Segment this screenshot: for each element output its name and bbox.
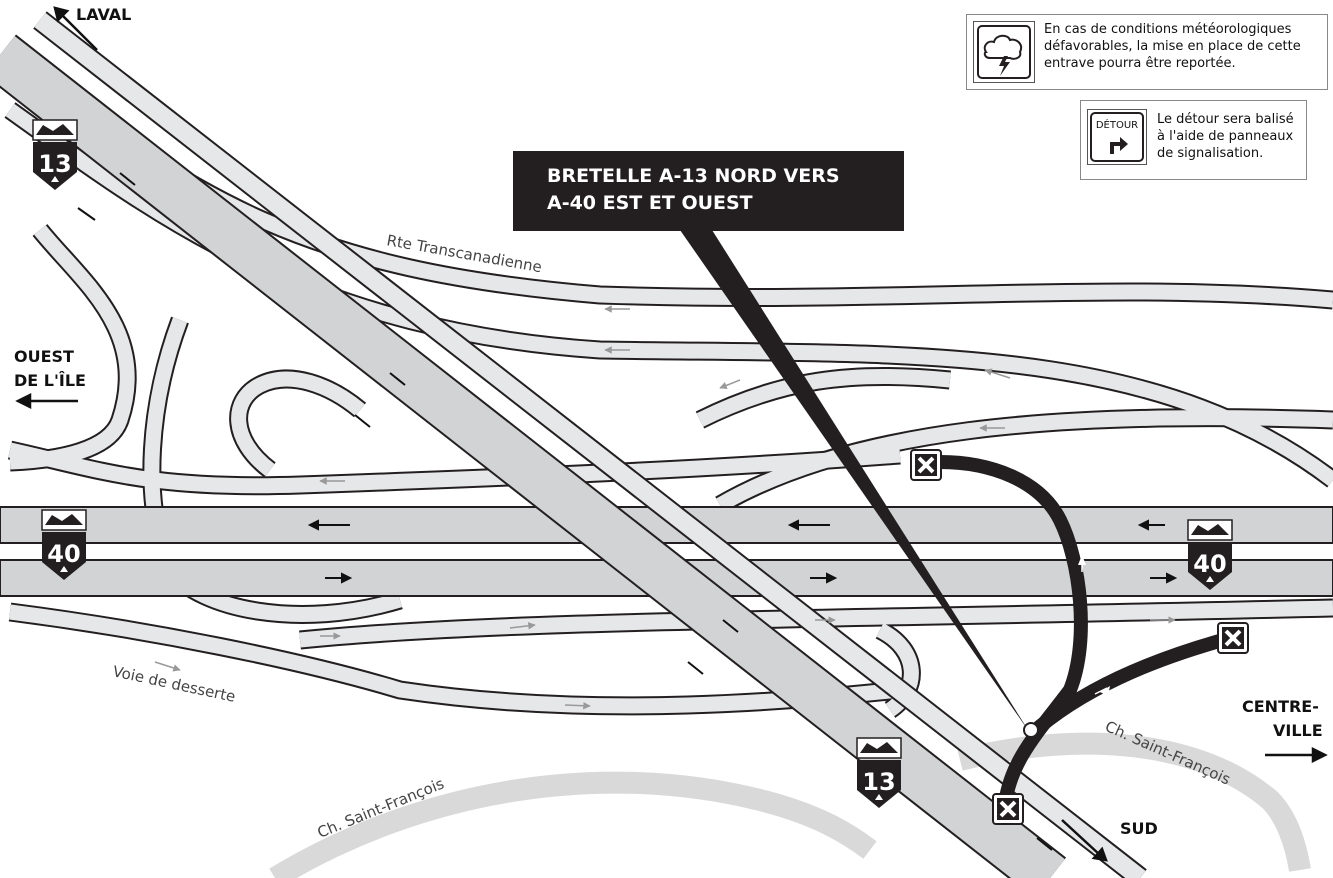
svg-text:13: 13: [862, 768, 895, 796]
closure-callout: BRETELLE A-13 NORD VERS A-40 EST ET OUES…: [513, 151, 904, 231]
a40-shield-icon: 40: [1187, 519, 1233, 590]
detour-text-line3: de signalisation.: [1157, 146, 1264, 161]
callout-point: [1023, 722, 1039, 738]
detour-sign-icon: DÉTOUR: [1087, 109, 1147, 165]
weather-text-line1: En cas de conditions météorologiques: [1044, 22, 1292, 37]
direction-centre-line1: CENTRE-: [1242, 697, 1319, 716]
a13-highway: [0, 11, 1147, 878]
closure-markers: [910, 449, 1249, 825]
a40-shield-icon: 40: [41, 509, 87, 580]
callout-line2: A-40 EST ET OUEST: [547, 192, 753, 214]
callout-line1: BRETELLE A-13 NORD VERS: [547, 165, 840, 187]
saint-francois-road-right: [957, 732, 1311, 872]
a13-shield-icon: 13: [32, 119, 78, 190]
direction-sud: SUD: [1120, 819, 1158, 838]
detour-sign-label: DÉTOUR: [1096, 118, 1138, 131]
closure-icon: [992, 793, 1024, 825]
closed-ramp: [939, 455, 1232, 806]
weather-text-line3: entrave pourra être reportée.: [1044, 56, 1236, 71]
direction-centre-line2: VILLE: [1273, 721, 1323, 740]
traffic-arrows: [77, 172, 1178, 851]
detour-text-line2: à l'aide de panneaux: [1157, 129, 1294, 144]
storm-cloud-icon: [973, 21, 1035, 83]
direction-ouest-line2: DE L'ÎLE: [14, 371, 86, 390]
weather-legend: En cas de conditions météorologiques déf…: [966, 14, 1328, 90]
svg-text:40: 40: [47, 540, 80, 568]
detour-legend: DÉTOUR Le détour sera balisé à l'aide de…: [1080, 100, 1307, 180]
weather-text-line2: défavorables, la mise en place de cette: [1044, 39, 1301, 54]
road-arrows-grey: [154, 305, 1176, 710]
svg-text:40: 40: [1193, 550, 1226, 578]
closure-icon: [910, 449, 942, 481]
callout-pointer: [680, 230, 1030, 733]
direction-arrows: [15, 6, 1328, 862]
svg-text:13: 13: [38, 150, 71, 178]
direction-ouest-line1: OUEST: [14, 347, 74, 366]
a13-shield-icon: 13: [856, 737, 902, 808]
direction-laval: LAVAL: [76, 5, 131, 24]
detour-text-line1: Le détour sera balisé: [1157, 112, 1294, 127]
closure-icon: [1217, 622, 1249, 654]
saint-francois-road-left: [269, 771, 877, 878]
